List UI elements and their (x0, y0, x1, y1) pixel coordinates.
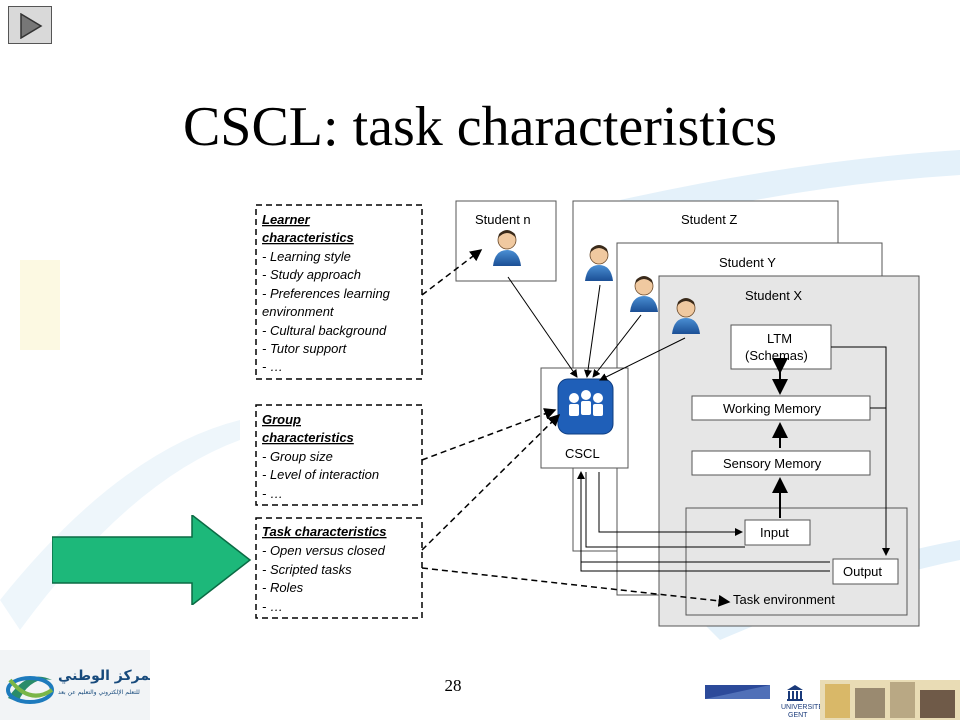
sensory-memory-box (691, 450, 871, 476)
person-icon (672, 298, 700, 334)
ugent-label-2: GENT (788, 712, 808, 719)
input-box (744, 519, 811, 546)
sensory-memory-label: Sensory Memory (723, 456, 822, 471)
highlight-arrow (52, 515, 252, 605)
student-x-label: Student X (745, 288, 802, 303)
working-memory-label: Working Memory (723, 401, 822, 416)
group-heading-1: Group (262, 412, 301, 427)
group-item: - Group size (262, 449, 333, 464)
student-y-label: Student Y (719, 255, 776, 270)
next-slide-button[interactable] (8, 6, 52, 44)
learner-item: - Cultural background (262, 323, 387, 338)
ugent-emblem-icon (787, 685, 803, 701)
task-item: - Scripted tasks (262, 562, 352, 577)
learner-item: - … (262, 359, 283, 374)
ltm-sub-label: (Schemas) (745, 348, 808, 363)
national-center-logo: المركز الوطني للتعلم الإلكتروني والتعليم… (0, 650, 150, 720)
learner-item: - Learning style (262, 249, 351, 264)
task-item: - Open versus closed (262, 543, 386, 558)
task-environment-label: Task environment (733, 592, 835, 607)
learner-characteristics-box (255, 204, 423, 380)
student-z-label: Student Z (681, 212, 737, 227)
person-icon (585, 245, 613, 281)
group-heading-2: characteristics (262, 430, 354, 445)
ugent-label-1: UNIVERSITEIT (781, 704, 830, 711)
learner-item: - Tutor support (262, 341, 348, 356)
page-number: 28 (444, 676, 462, 695)
working-memory-box (691, 395, 871, 421)
task-characteristics-box (255, 517, 423, 619)
person-icon (630, 276, 658, 312)
output-box (832, 558, 899, 585)
task-heading: Task characteristics (262, 524, 387, 539)
learner-items: - Learning style - Study approach - Pref… (262, 249, 391, 374)
logo-arabic-title: المركز الوطني (58, 668, 150, 684)
learner-item: - Preferences learning (262, 286, 391, 301)
slide-title: CSCL: task characteristics (182, 96, 778, 158)
learner-item: environment (262, 304, 335, 319)
cscl-label: CSCL (565, 446, 600, 461)
logo-arabic-subtitle: للتعلم الإلكتروني والتعليم عن بعد (58, 689, 140, 696)
play-icon (20, 13, 43, 39)
person-icon (493, 230, 521, 266)
task-item: - Roles (262, 580, 304, 595)
student-n-label: Student n (475, 212, 531, 227)
people-group-icon (569, 390, 603, 416)
group-item: - … (262, 486, 283, 501)
cscl-diagram: Student Z Student Y Student X Student n (245, 190, 960, 630)
group-items: - Group size - Level of interaction - … (262, 449, 379, 501)
learner-heading-1: Learner (262, 212, 311, 227)
learner-item: - Study approach (262, 267, 361, 282)
task-item: - … (262, 599, 283, 614)
ugent-banner: UNIVERSITEIT GENT (705, 680, 960, 720)
task-items: - Open versus closed - Scripted tasks - … (262, 543, 386, 614)
group-item: - Level of interaction (262, 467, 379, 482)
input-label: Input (760, 525, 789, 540)
group-characteristics-box (255, 404, 423, 506)
ltm-label: LTM (767, 331, 792, 346)
learner-heading-2: characteristics (262, 230, 354, 245)
output-label: Output (843, 564, 882, 579)
